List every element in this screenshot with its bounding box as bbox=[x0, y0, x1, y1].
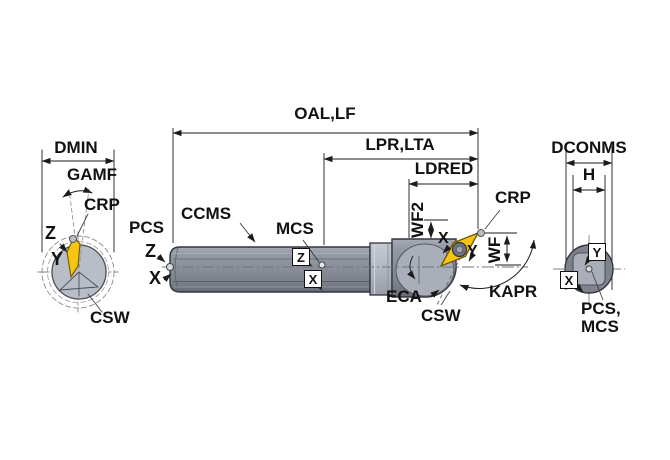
x-axis-arrow-right-view bbox=[574, 283, 584, 293]
ccms-leader bbox=[239, 222, 256, 243]
dim-label-dmin: DMIN bbox=[54, 138, 98, 157]
mcs-origin-point bbox=[318, 261, 326, 269]
x-axis-arrow-shank bbox=[162, 273, 172, 283]
dim-label-eca: ECA bbox=[386, 287, 422, 306]
axis-box-x-mcs: X bbox=[304, 270, 322, 288]
dim-label-crp-left: CRP bbox=[84, 195, 120, 214]
dim-label-crp-right: CRP bbox=[495, 188, 531, 207]
mcs-leader bbox=[302, 239, 320, 263]
dim-label-kapr: KAPR bbox=[489, 282, 538, 301]
axis-box-z-mcs: Z bbox=[292, 248, 310, 266]
insert-screw-center bbox=[455, 245, 464, 254]
axis-label-z-shank: Z bbox=[145, 241, 156, 261]
dim-label-wf: WF bbox=[485, 236, 504, 264]
dim-label-lpr-lta: LPR,LTA bbox=[365, 135, 435, 154]
axis-label-z-left-view: Z bbox=[45, 223, 56, 243]
axis-box-x-right-view: X bbox=[560, 271, 578, 289]
label-pcs-mcs-line2: MCS bbox=[581, 317, 619, 336]
z-axis-arrow-left-view bbox=[58, 243, 68, 253]
axis-label-y-tip: Y bbox=[467, 243, 478, 260]
dim-label-csw-left: CSW bbox=[90, 308, 130, 327]
label-pcs-mcs-line1: PCS, bbox=[581, 299, 621, 318]
dim-label-csw-right: CSW bbox=[421, 306, 461, 325]
crp-leader-right bbox=[484, 209, 501, 230]
csw-insert-axis-line bbox=[435, 237, 471, 308]
clearance-circle bbox=[47, 241, 109, 303]
dmin-extension-lines bbox=[41, 149, 115, 253]
axis-label-x-shank: X bbox=[149, 268, 162, 288]
dim-label-dconms: DCONMS bbox=[551, 138, 627, 157]
pcs-mcs-leader bbox=[591, 271, 604, 301]
csw-leader-left bbox=[87, 293, 103, 313]
label-pcs-shank: PCS bbox=[129, 218, 164, 237]
crp-leader-left bbox=[76, 213, 89, 237]
label-ccms: CCMS bbox=[181, 204, 232, 223]
axis-label-y-left-view: Y bbox=[51, 249, 64, 269]
main-side-view bbox=[156, 128, 537, 308]
left-end-view bbox=[37, 149, 119, 313]
kapr-angle-arc bbox=[459, 239, 537, 292]
insert-pocket-lines bbox=[58, 271, 99, 297]
rake-angle-construction-lines bbox=[68, 188, 90, 269]
pcs-mcs-origin-point bbox=[585, 265, 593, 273]
crp-point-left bbox=[69, 235, 77, 243]
dmin-circle bbox=[41, 235, 115, 309]
cutting-insert-end-view bbox=[66, 235, 81, 279]
eca-angle-arc bbox=[407, 255, 416, 280]
dim-label-oal-lf: OAL,LF bbox=[294, 104, 356, 123]
crp-point-right bbox=[477, 229, 485, 237]
label-pcs-mcs: PCS, MCS bbox=[581, 300, 621, 336]
label-mcs: MCS bbox=[276, 219, 314, 238]
dim-label-wf2: WF2 bbox=[408, 202, 427, 238]
x-axis-arrow-tip bbox=[442, 244, 452, 254]
axis-box-y-right-view: Y bbox=[588, 243, 606, 261]
dim-label-h: H bbox=[582, 165, 596, 184]
eca-leader bbox=[429, 289, 440, 298]
y-axis-arrow-tip bbox=[468, 251, 477, 262]
gamf-angle-arc bbox=[62, 186, 93, 198]
csw-leader-right bbox=[440, 290, 451, 306]
axis-label-x-tip: X bbox=[438, 230, 449, 247]
dim-label-ldred: LDRED bbox=[414, 159, 474, 178]
z-axis-arrow-shank bbox=[156, 253, 166, 263]
dim-label-gamf: GAMF bbox=[66, 165, 118, 184]
pcs-origin-point bbox=[166, 263, 174, 271]
